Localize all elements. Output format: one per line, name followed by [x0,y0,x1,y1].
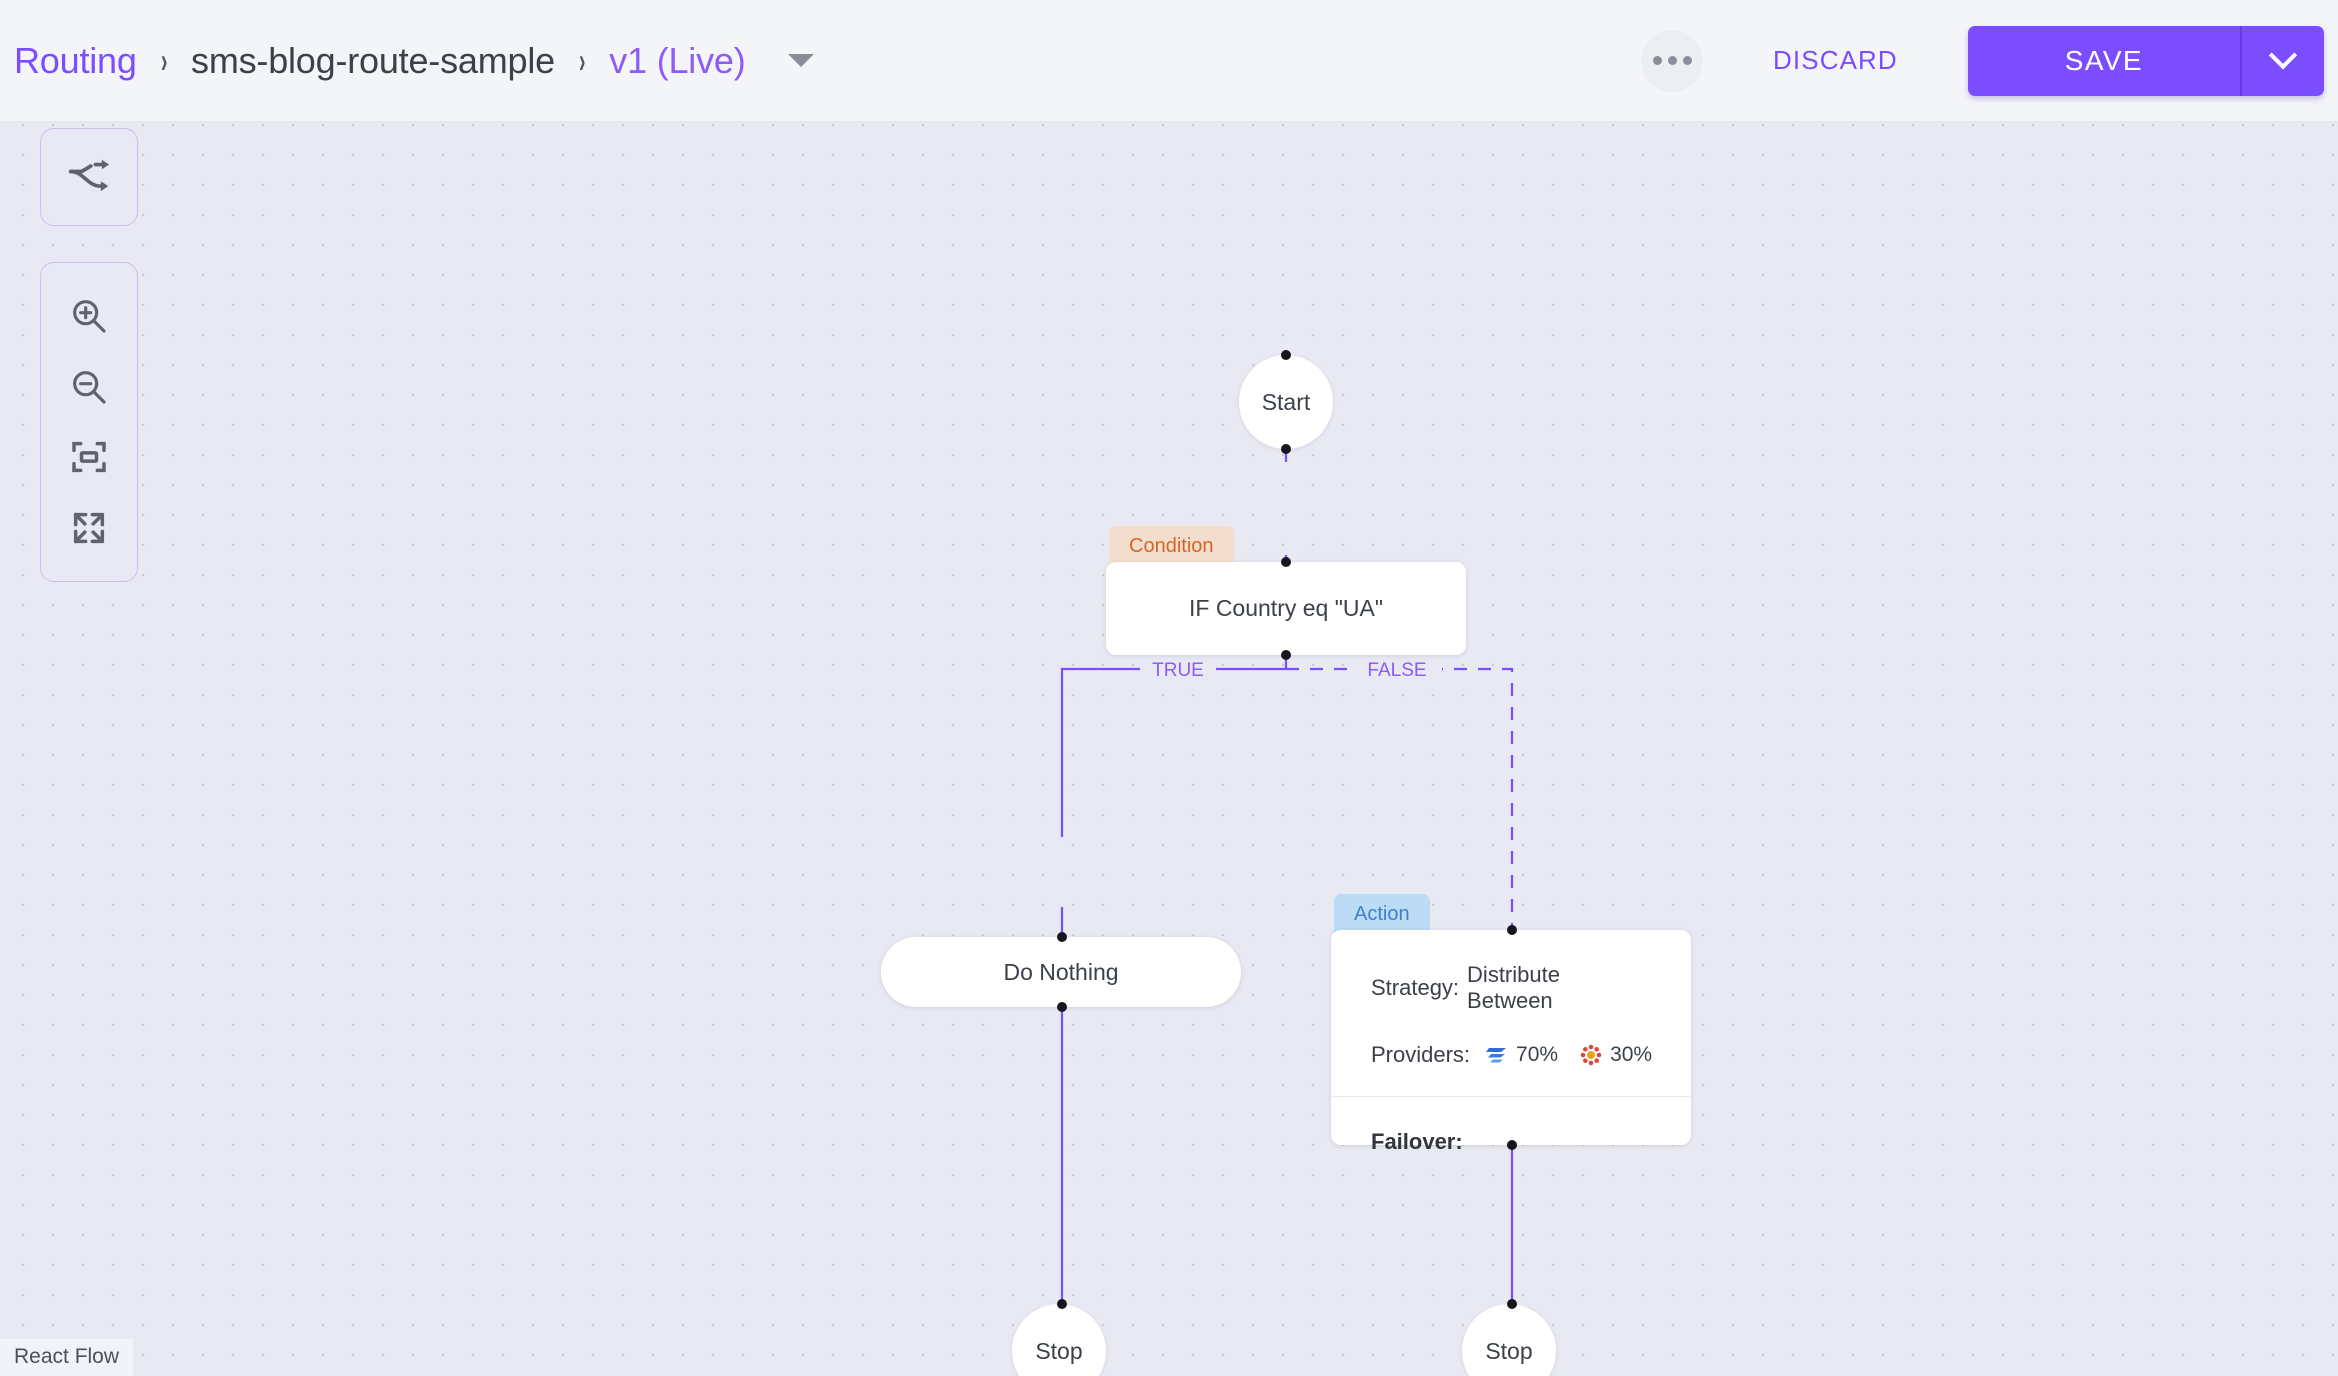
edge-label-false-bg [1352,656,1442,682]
breadcrumb-separator-1: › [160,40,168,81]
action-failover-label: Failover: [1371,1129,1463,1154]
provider-1: 70% [1486,1043,1558,1067]
handle-stop-right-top[interactable] [1507,1299,1517,1309]
node-action-badge: Action [1334,894,1430,936]
handle-donothing-bottom[interactable] [1057,1002,1067,1012]
node-action[interactable]: Strategy: Distribute Between Providers: … [1331,930,1691,1154]
provider-2: 30% [1580,1043,1652,1067]
expand-icon[interactable] [54,498,124,558]
zoom-out-icon[interactable] [54,357,124,417]
save-dropdown-button[interactable] [2242,25,2324,96]
zoom-in-icon[interactable] [54,286,124,346]
provider-2-percent: 30% [1610,1043,1653,1066]
node-stop-left-label: Stop [1035,1337,1083,1364]
discard-button[interactable]: DISCARD [1755,33,1916,88]
node-start-label: Start [1261,388,1311,415]
provider-1-percent: 70% [1516,1043,1559,1066]
save-button-group: SAVE [1967,25,2324,96]
node-stop-left[interactable]: Stop [1012,1304,1106,1376]
action-strategy-label: Strategy: [1371,975,1460,1000]
breadcrumb-root-link[interactable]: Routing [14,39,137,81]
provider-rosette-icon [1580,1044,1602,1066]
breadcrumb-version[interactable]: v1 (Live) [609,39,746,81]
node-start[interactable]: Start [1239,355,1333,449]
route-shuffle-icon[interactable] [54,147,124,207]
chevron-down-icon [2268,40,2298,69]
handle-donothing-top[interactable] [1057,932,1067,942]
node-stop-right-label: Stop [1485,1337,1533,1364]
handle-start-bottom[interactable] [1281,444,1291,454]
node-condition-badge: Condition [1109,526,1234,568]
handle-action-bottom[interactable] [1507,1140,1517,1150]
breadcrumb-route-name[interactable]: sms-blog-route-sample [191,39,555,81]
route-tool-panel [40,128,138,226]
ellipsis-icon-dot [1682,56,1692,65]
handle-start-top[interactable] [1281,350,1291,360]
node-condition-label: IF Country eq "UA" [1188,595,1383,621]
fit-view-icon[interactable] [54,427,124,487]
action-providers-label: Providers: [1371,1042,1471,1067]
edge-true-branch [1060,667,1286,837]
zoom-tool-panel [40,262,138,582]
ellipsis-icon-dot [1652,56,1662,65]
flow-canvas[interactable]: TRUE FALSE [0,100,2338,1376]
node-stop-right[interactable]: Stop [1462,1304,1556,1376]
action-providers-row: Providers: 70% [1371,1042,1652,1068]
header-actions: DISCARD SAVE [1641,0,2324,121]
edge-label-false: FALSE [1367,660,1426,681]
action-strategy-value: Distribute Between [1467,962,1560,1013]
handle-stop-left-top[interactable] [1057,1299,1067,1309]
breadcrumb-separator-2: › [578,40,586,81]
edge-label-true-bg [1140,656,1216,682]
app-header: Routing › sms-blog-route-sample › v1 (Li… [0,0,2338,121]
action-body: Strategy: Distribute Between Providers: … [1331,930,1691,1068]
save-button[interactable]: SAVE [1967,25,2240,96]
breadcrumb: Routing › sms-blog-route-sample › v1 (Li… [14,0,814,121]
provider-wing-icon [1486,1048,1507,1063]
action-divider [1331,1096,1691,1097]
ellipsis-icon-dot [1667,56,1677,65]
chevron-down-icon[interactable] [787,54,814,67]
handle-condition-top[interactable] [1281,557,1291,567]
node-do-nothing[interactable]: Do Nothing [881,937,1241,1007]
flow-edges: TRUE FALSE [1060,350,1514,1304]
action-strategy-row: Strategy: Distribute Between [1371,962,1651,1014]
save-divider [2240,25,2242,96]
node-do-nothing-label: Do Nothing [1003,958,1119,985]
edge-false-branch [1286,667,1514,932]
handle-condition-bottom[interactable] [1281,650,1291,660]
handle-action-top[interactable] [1507,925,1517,935]
node-condition[interactable]: IF Country eq "UA" [1106,562,1466,655]
react-flow-attribution[interactable]: React Flow [0,1339,134,1376]
edge-label-true: TRUE [1152,660,1204,681]
more-options-button[interactable] [1641,29,1704,92]
